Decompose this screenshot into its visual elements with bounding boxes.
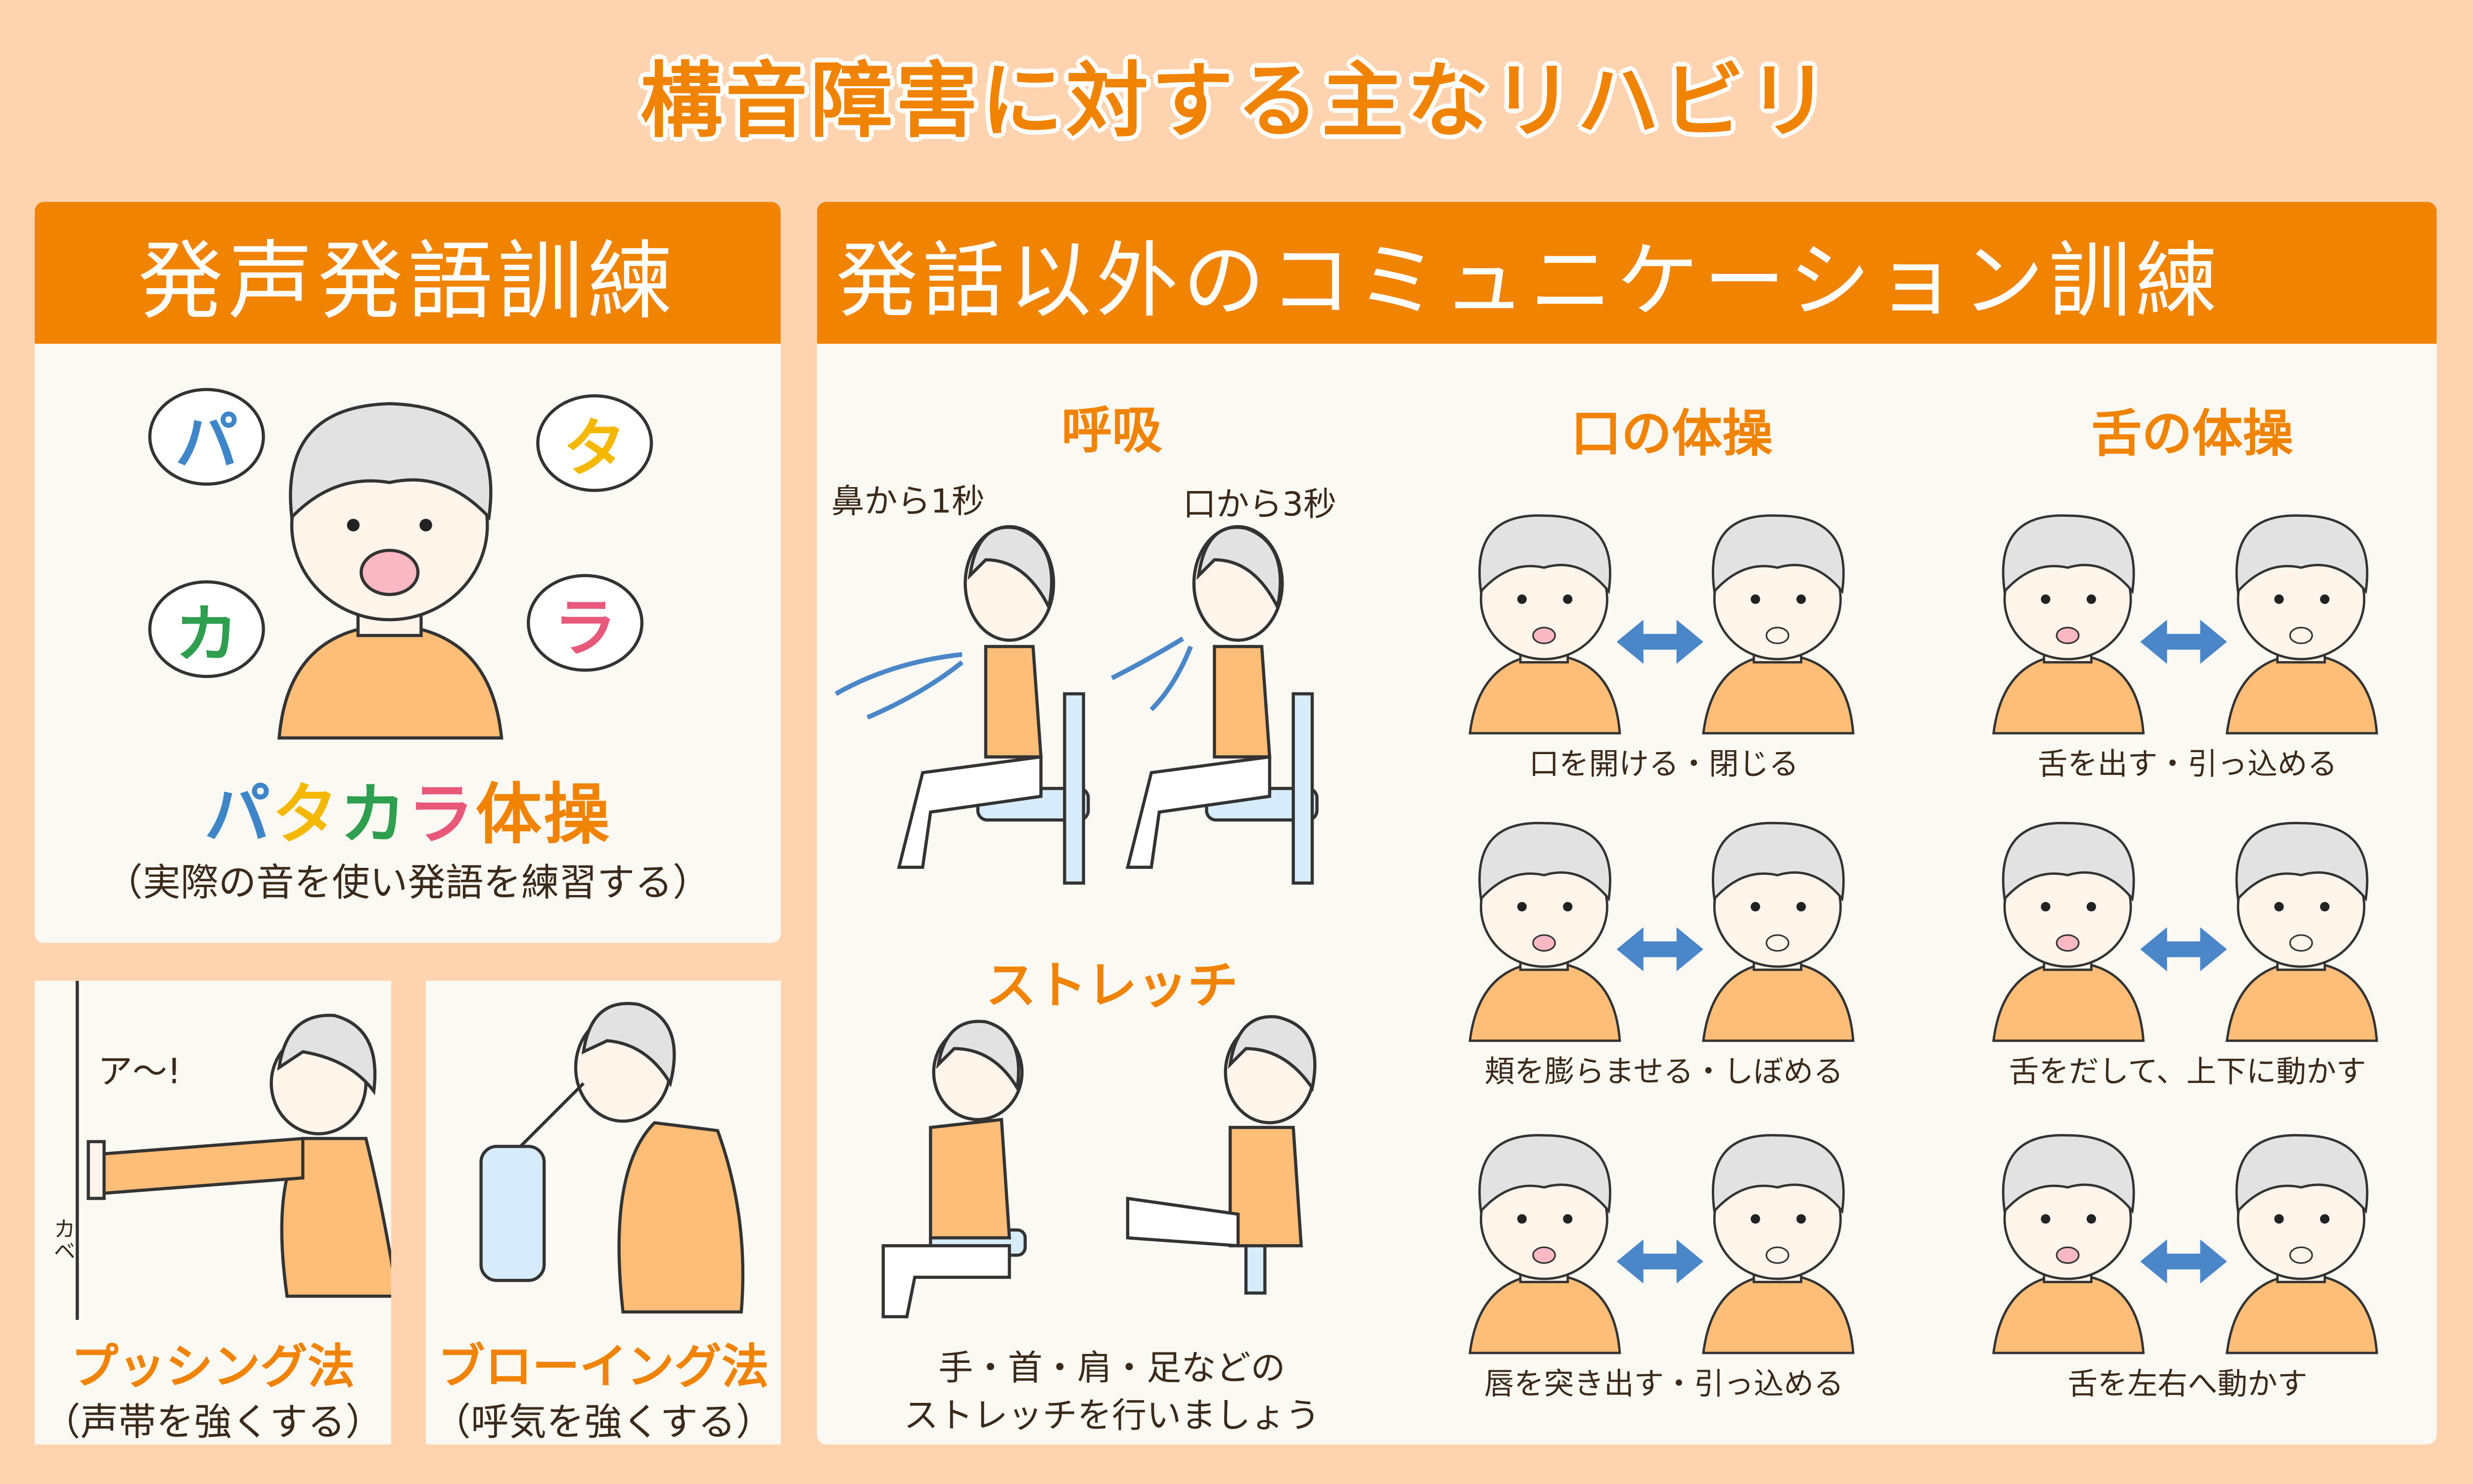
- bubble-char: タ: [563, 413, 626, 486]
- wall-label: カベ: [50, 1217, 76, 1262]
- title-ta: タ: [272, 775, 340, 854]
- blowing-method-title: ブローイング法: [437, 1340, 769, 1396]
- page-title: 構音障害に対する主なリハビリ: [640, 55, 1833, 150]
- double-arrow-icon: [1616, 927, 1703, 972]
- mouth-exercise-caption: 唇を突き出す・引っ込める: [1484, 1367, 1844, 1402]
- double-arrow-icon: [1616, 1239, 1703, 1284]
- mouth-exercise-caption: 頬を膨らませる・しぼめる: [1484, 1055, 1843, 1090]
- pushing-person-illustration: [87, 1014, 391, 1298]
- tongue-exercise-title: 舌の体操: [2091, 404, 2293, 464]
- bubble-char: パ: [175, 406, 238, 480]
- double-arrow-icon: [1616, 620, 1703, 664]
- title-ra: ラ: [408, 775, 476, 854]
- title-taiso: 体操: [475, 775, 611, 854]
- blowing-person-illustration: [479, 1002, 745, 1314]
- patakara-description: （実際の音を使い発語を練習する）: [105, 861, 711, 905]
- wall-line: [76, 981, 79, 1320]
- vocal-training-panel: 発声発語訓練 パ タ カ ラ パタカラ体操 （実際の音を使い発語を練習する）: [35, 202, 781, 943]
- breathing-illustration: [834, 520, 1332, 885]
- patakara-exercise-title: パタカラ体操: [35, 762, 780, 858]
- speech-bubble-ra: ラ: [527, 574, 644, 672]
- double-arrow-icon: [2140, 620, 2227, 664]
- stretch-description-line1: 手・首・肩・足などの: [938, 1349, 1285, 1390]
- speech-bubble-ta: タ: [536, 394, 653, 492]
- speech-bubble-ka: カ: [148, 580, 265, 678]
- breathing-title: 呼吸: [1061, 400, 1163, 461]
- tongue-exercise-illustration: [1992, 821, 2379, 1042]
- stretch-description-line2: ストレッチを行いましょう: [904, 1397, 1321, 1437]
- bubble-char: ラ: [553, 592, 617, 666]
- inhale-label: 鼻から1秒: [831, 482, 985, 521]
- speaking-person-illustration: [277, 402, 504, 740]
- non-speech-training-panel: 発話以外のコミュニケーション訓練: [817, 202, 2437, 1444]
- pushing-method-description: （声帯を強くする）: [43, 1400, 383, 1444]
- voice-text: ア〜!: [97, 1053, 182, 1093]
- speech-bubble-pa: パ: [148, 388, 265, 486]
- double-arrow-icon: [2140, 1239, 2227, 1284]
- tongue-exercise-caption: 舌を出す・引っ込める: [2037, 747, 2337, 782]
- pushing-method-card: カベ ア〜! プッシング法 （声帯を強くする）: [35, 981, 391, 1444]
- mouth-exercise-caption: 口を開ける・閉じる: [1529, 747, 1799, 782]
- mouth-exercise-title: 口の体操: [1570, 404, 1773, 464]
- non-speech-training-header: 発話以外のコミュニケーション訓練: [817, 202, 2437, 344]
- vocal-training-header: 発声発語訓練: [35, 202, 781, 344]
- tongue-exercise-illustration: [1992, 1134, 2379, 1354]
- pushing-method-title: プッシング法: [71, 1340, 355, 1396]
- tongue-exercise-caption: 舌を左右へ動かす: [2067, 1367, 2308, 1402]
- stretch-title: ストレッチ: [985, 955, 1238, 1016]
- stretch-illustration: [881, 1015, 1317, 1318]
- double-arrow-icon: [2140, 927, 2227, 972]
- title-ka: カ: [340, 775, 408, 854]
- mouth-exercise-illustration: [1468, 821, 1855, 1042]
- bubble-char: カ: [175, 599, 238, 672]
- mouth-exercise-illustration: [1468, 514, 1855, 735]
- blowing-method-description: （呼気を強くする）: [433, 1400, 774, 1444]
- blowing-method-card: ブローイング法 （呼気を強くする）: [425, 981, 781, 1444]
- tongue-exercise-caption: 舌をだして、上下に動かす: [2009, 1055, 2366, 1090]
- title-pa: パ: [204, 775, 272, 854]
- mouth-exercise-illustration: [1468, 1134, 1855, 1354]
- tongue-exercise-illustration: [1992, 514, 2379, 735]
- exhale-label: 口から3秒: [1183, 486, 1337, 524]
